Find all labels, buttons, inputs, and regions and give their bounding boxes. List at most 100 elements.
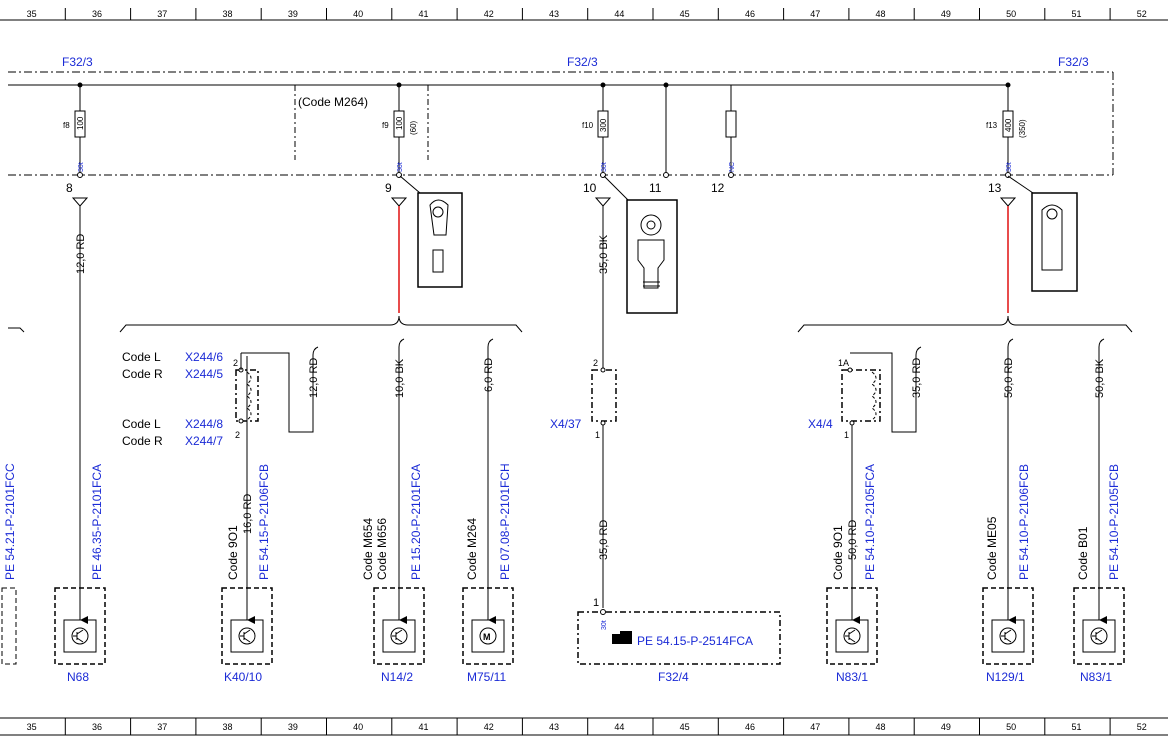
fuse-bus-frame [8,71,1114,176]
fuse-f8-rating: 100 [76,116,85,130]
ref-n68[interactable]: PE 46.35-P-2101FCA [90,464,104,580]
terminal-picto-13 [1007,175,1078,292]
connector-x4-4 [841,367,881,426]
fuse-f13-rating: 400 [1004,118,1013,132]
ruler-label: 51 [1071,9,1081,19]
ruler-label: 44 [614,722,624,732]
ruler-label: 52 [1137,9,1147,19]
label-f32-4[interactable]: F32/4 [658,670,689,684]
ref-left-partial[interactable]: PE 54.21-P-2101FCC [3,463,17,580]
ruler-label: 51 [1071,722,1081,732]
label-m75[interactable]: M75/11 [467,670,506,684]
ruler-label: 48 [876,9,886,19]
label-n14[interactable]: N14/2 [381,670,413,684]
ruler-label: 50 [1006,722,1016,732]
wire-label-8: 12,0 RD [75,234,87,274]
k40-code1: Code L [122,350,161,364]
wire-label-n14: 10,0 BK [394,358,406,398]
ruler-label: 35 [27,722,37,732]
fuse-f9-extra: (60) [409,120,418,135]
splice-k40 [235,353,259,424]
ref-n129[interactable]: PE 54.10-P-2106FCB [1017,464,1031,580]
code-m75: Code M264 [465,518,479,580]
ruler-label: 35 [27,9,37,19]
k40-code3: Code L [122,417,161,431]
ruler-label: 40 [353,722,363,732]
wire-label-n129: 50,0 RD [1003,358,1015,398]
code-n83: Code 9O1 [831,525,845,580]
f32-4-pin: 1 [593,597,599,609]
label-k40[interactable]: K40/10 [224,670,262,684]
k40-conn3[interactable]: X244/8 [185,417,223,431]
ruler-label: 47 [810,9,820,19]
bus-link-11 [663,82,669,178]
label-n129[interactable]: N129/1 [986,670,1025,684]
x4-4-pin1a: 1A [838,358,849,368]
wire-label-10: 35,0 BK [598,234,610,274]
ruler-label: 45 [680,9,690,19]
bus-label-left: F32/3 [62,55,93,69]
k40-conn4[interactable]: X244/7 [185,434,223,448]
ruler-label: 45 [680,722,690,732]
wire-label-m75: 6,0 RD [483,358,495,392]
sensor-icon-n83b [1082,619,1116,653]
fuse-f8-id: f8 [63,121,70,130]
label-n83[interactable]: N83/1 [836,670,868,684]
label-n68[interactable]: N68 [67,670,89,684]
ref-n83b[interactable]: PE 54.10-P-2105FCB [1107,464,1121,580]
terminal-picto-9 [399,175,463,288]
motor-icon-m75 [471,619,505,653]
code-box-label: (Code M264) [298,95,368,109]
ruler-label: 46 [745,722,755,732]
component-boxes [1,587,1125,665]
bus-label-center: F32/3 [567,55,598,69]
hand-pointer-icon [612,631,632,644]
ruler-label: 43 [549,722,559,732]
ruler-label: 49 [941,722,951,732]
ruler-label: 43 [549,9,559,19]
ref-n14[interactable]: PE 15.20-P-2101FCA [409,464,423,580]
ref-k40[interactable]: PE 54.15-P-2106FCB [257,464,271,580]
x4-37-pin1: 1 [595,430,600,440]
label-n83b[interactable]: N83/1 [1080,670,1112,684]
ruler-label: 49 [941,9,951,19]
ruler-label: 37 [157,9,167,19]
fuse-f13-id: f13 [986,121,998,130]
code-n14-b: Code M656 [375,518,389,580]
fuse-12 [725,85,737,178]
ruler-label: 42 [484,9,494,19]
terminal-picto-10 [603,175,678,314]
x4-37-label[interactable]: X4/37 [550,417,582,431]
ruler-label: 38 [223,722,233,732]
pin-12: 12 [711,181,725,195]
k40-conn2[interactable]: X244/5 [185,367,223,381]
sensor-icon-k40 [230,619,264,653]
fuse-f9-term: 30t [397,162,404,172]
x4-4-label[interactable]: X4/4 [808,417,833,431]
sensor-icon-n68 [63,619,97,653]
fuse-f13-extra: (350) [1018,119,1027,138]
ref-m75[interactable]: PE 07.08-P-2101FCH [498,463,512,580]
wire-label-n83: 50,0 RD [847,520,859,560]
ruler-label: 36 [92,722,102,732]
wire-label-n83-loop: 35,0 RD [911,358,923,398]
k40-code2: Code R [122,367,163,381]
pin-8: 8 [66,181,73,195]
k40-pin-bottom: 2 [235,430,240,440]
fuse-f10 [597,82,609,178]
ref-f32-4[interactable]: PE 54.15-P-2514FCA [637,634,753,648]
pin-9: 9 [385,181,392,195]
fuse-f9-id: f9 [382,121,389,130]
ruler-label: 44 [614,9,624,19]
k40-conn1[interactable]: X244/6 [185,350,223,364]
fuse-12-term: NC [729,162,736,172]
ref-n83[interactable]: PE 54.10-P-2105FCA [863,464,877,580]
x4-4-pin1: 1 [844,430,849,440]
ruler-label: 41 [418,9,428,19]
fuse-f10-id: f10 [582,121,594,130]
pin-13: 13 [988,181,1002,195]
fuse-f8 [74,82,86,178]
